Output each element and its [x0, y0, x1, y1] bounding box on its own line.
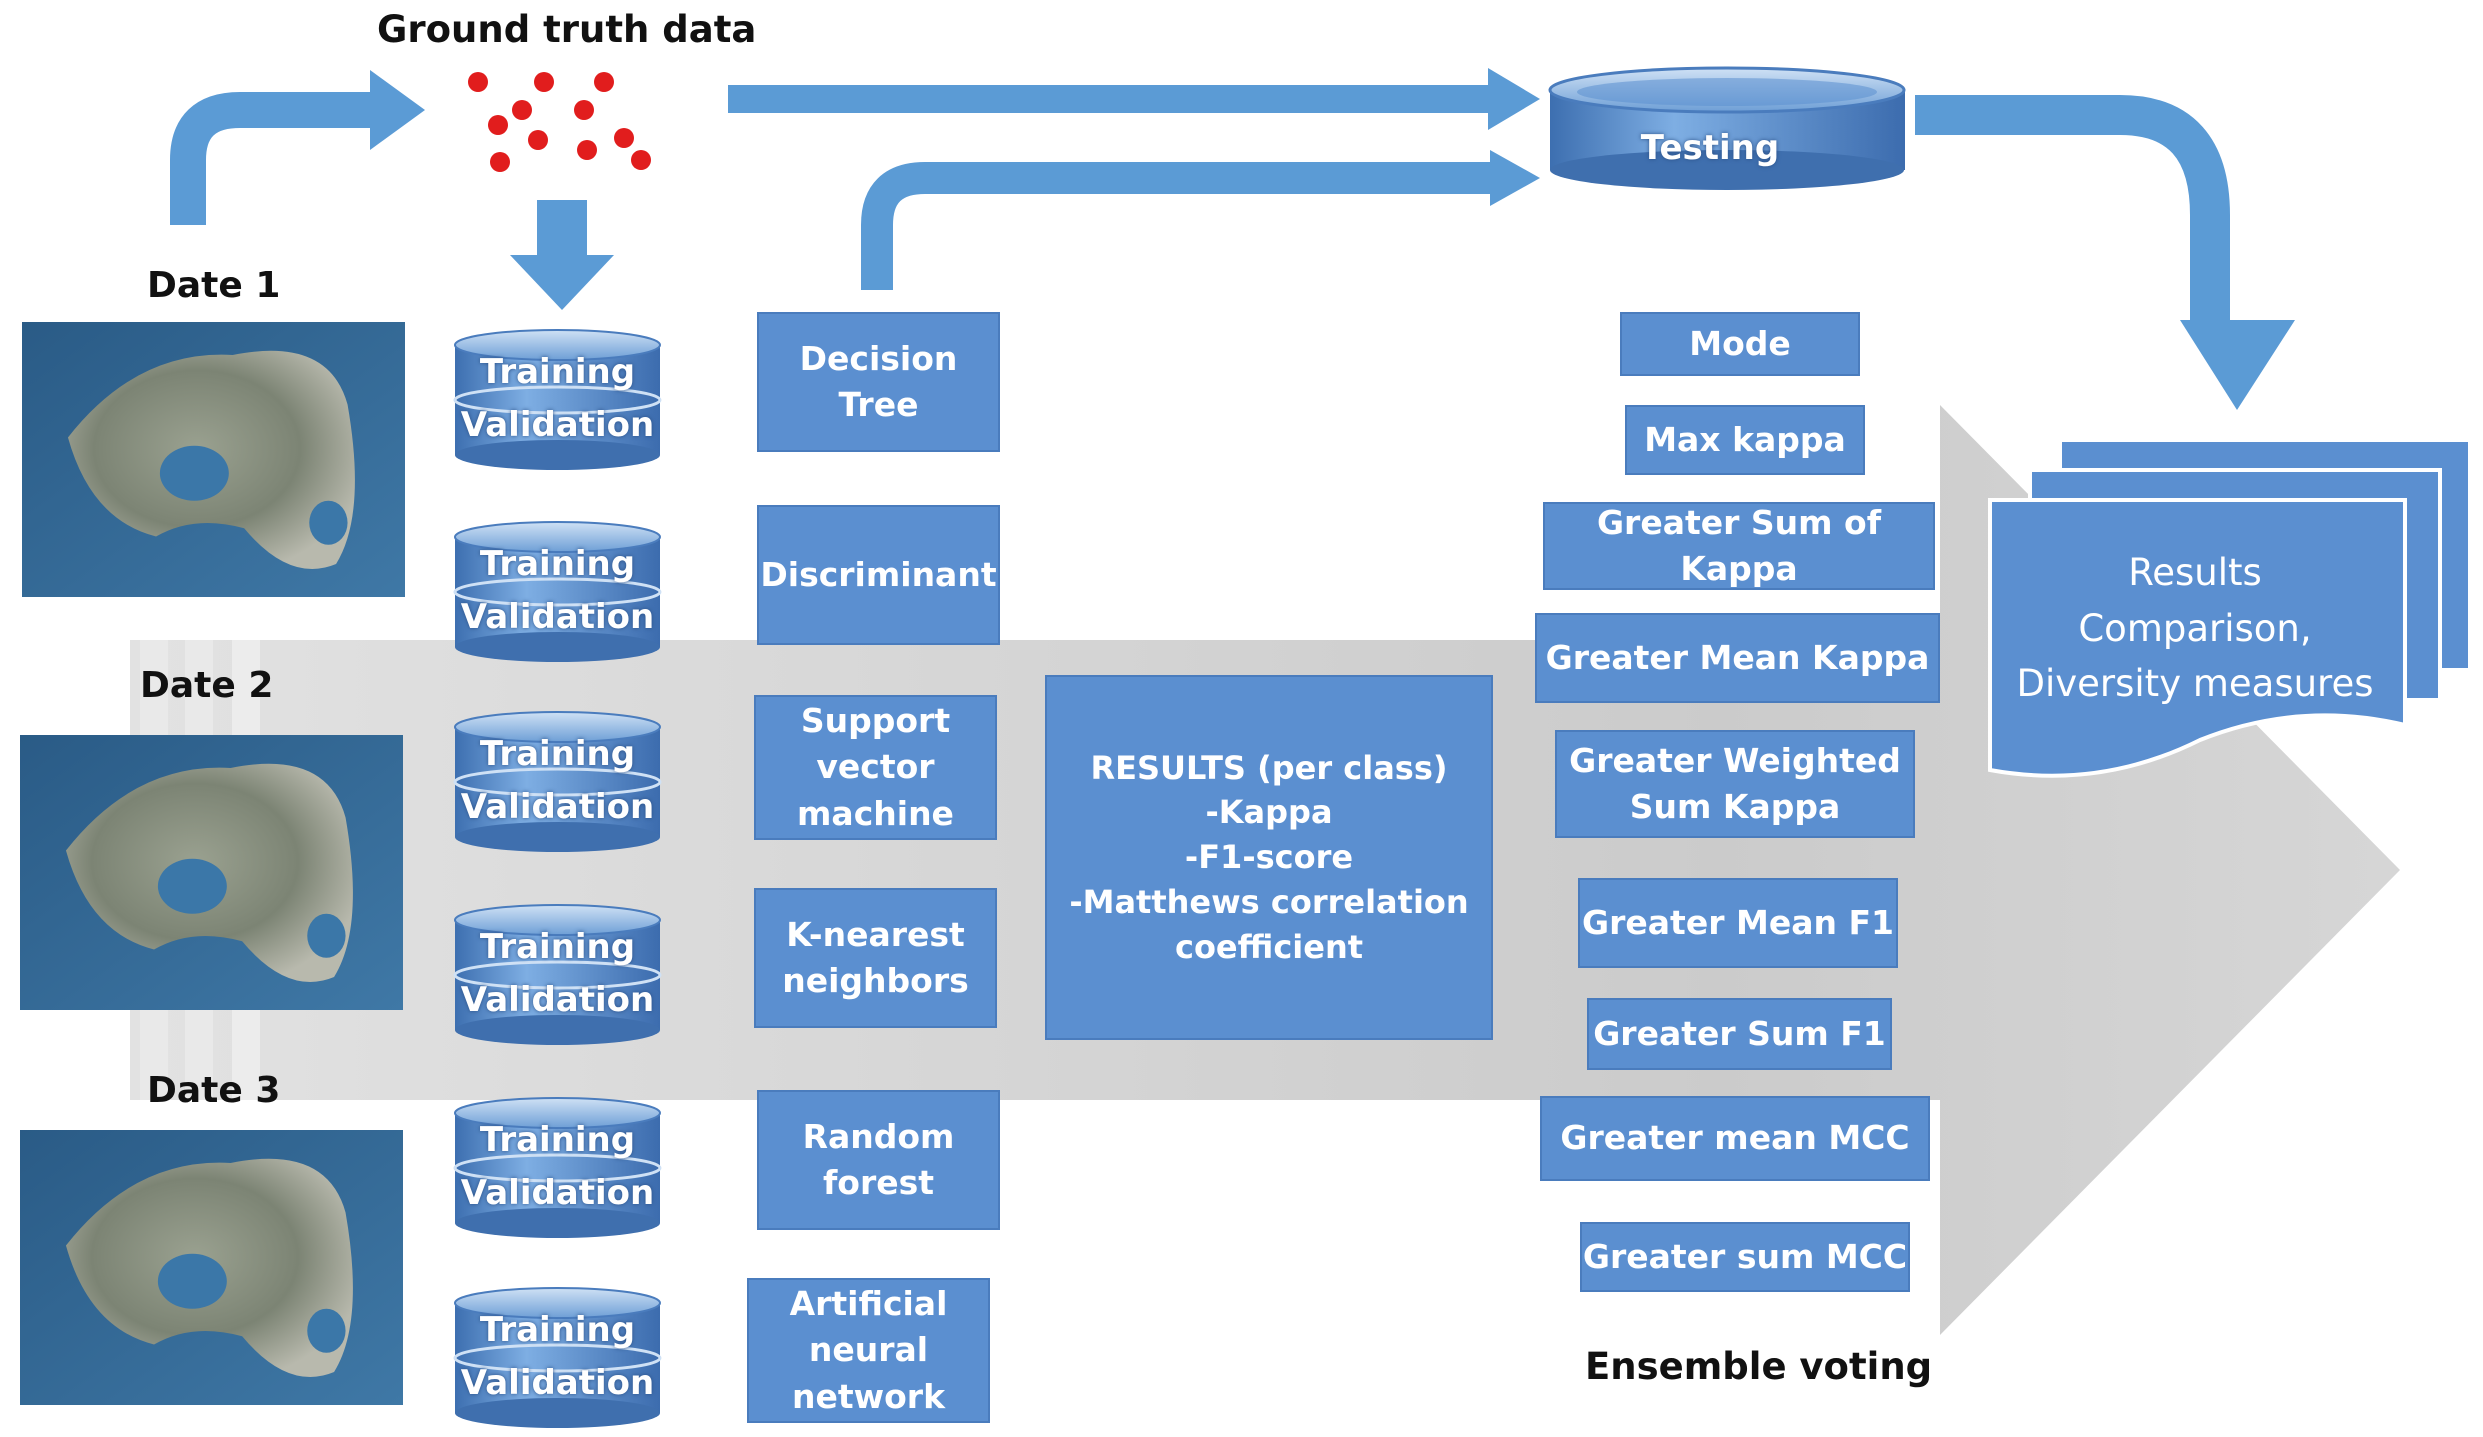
arrow-down-shaft: [537, 200, 587, 255]
training-label: Training: [479, 544, 636, 584]
classifier-label: Discriminant: [760, 554, 997, 594]
classifier-label: machine: [797, 793, 954, 833]
testing-label: Testing: [1640, 128, 1780, 168]
ensemble-method-box: Greater Sum F1: [1587, 998, 1892, 1070]
date-2-label: Date 2: [140, 665, 274, 706]
validation-label: Validation: [460, 405, 655, 445]
arrow-head: [2180, 320, 2295, 410]
ensemble-method-label: Greater Sum of Kappa: [1596, 502, 1882, 588]
ensemble-method-box: Greater mean MCC: [1540, 1096, 1930, 1181]
results-line: -Kappa: [1205, 793, 1333, 832]
doc-line: Comparison,: [2078, 606, 2312, 650]
classifier-label: Support: [800, 701, 951, 741]
training-label: Training: [479, 1310, 636, 1350]
results-line: coefficient: [1174, 927, 1364, 966]
classifier-label: Random: [802, 1116, 955, 1156]
results-box: RESULTS (per class) -Kappa -F1-score -Ma…: [1045, 675, 1493, 1040]
classifier-label: vector: [816, 747, 935, 787]
classifier-box: Random forest: [757, 1090, 1000, 1230]
validation-label: Validation: [460, 1363, 655, 1403]
testing-cylinder: [1548, 66, 1906, 190]
arrow-head: [370, 70, 425, 150]
ensemble-method-box: Greater Mean F1: [1578, 878, 1898, 968]
ground-truth-point: [614, 128, 634, 148]
satellite-image: [20, 735, 403, 1010]
results-document-text: Results Comparison, Diversity measures: [1995, 545, 2395, 712]
ground-truth-point: [594, 72, 614, 92]
arrow-down-head: [510, 255, 614, 310]
date-1-label: Date 1: [147, 265, 281, 306]
classifier-box: Discriminant: [757, 505, 1000, 645]
training-validation-cylinder: [453, 1287, 662, 1428]
results-document-stack: [1988, 438, 2472, 778]
ensemble-method-label: Greater Sum F1: [1593, 1013, 1886, 1053]
satellite-image: [20, 1130, 403, 1405]
ground-truth-point: [534, 72, 554, 92]
ensemble-method-label: Mode: [1689, 323, 1791, 363]
training-validation-cylinder: [453, 521, 662, 662]
validation-label: Validation: [460, 980, 655, 1020]
ground-truth-point: [512, 100, 532, 120]
classifier-box: K-nearest neighbors: [754, 888, 997, 1028]
classifier-label: Decision Tree: [799, 338, 958, 424]
classifier-box: Artificial neural network: [747, 1278, 990, 1423]
results-line: RESULTS (per class): [1090, 748, 1448, 787]
arrow-head: [1488, 68, 1540, 130]
ensemble-method-label: Greater Weighted: [1569, 740, 1901, 780]
classifier-label: neural: [808, 1330, 929, 1370]
ground-truth-point: [488, 115, 508, 135]
arrow-testing-to-results: [1915, 95, 2230, 320]
ensemble-method-box: Greater Mean Kappa: [1535, 613, 1940, 703]
training-label: Training: [479, 734, 636, 774]
ground-truth-point: [574, 100, 594, 120]
ground-truth-point: [528, 130, 548, 150]
training-label: Training: [479, 927, 636, 967]
ensemble-method-box: Greater sum MCC: [1580, 1222, 1910, 1292]
date-3-label: Date 3: [147, 1070, 281, 1111]
results-line: -Matthews correlation: [1069, 882, 1469, 921]
ensemble-method-box: Max kappa: [1625, 405, 1865, 475]
results-line: -F1-score: [1184, 838, 1354, 877]
doc-line: Diversity measures: [2016, 662, 2374, 705]
ensemble-method-label: Greater sum MCC: [1582, 1236, 1908, 1276]
ensemble-method-label: Sum Kappa: [1629, 787, 1841, 826]
classifier-label: neighbors: [782, 961, 969, 1000]
satellite-image: [22, 322, 405, 597]
training-label: Training: [479, 1120, 636, 1160]
ensemble-method-box: Mode: [1620, 312, 1860, 376]
arrow-head: [1490, 150, 1540, 206]
validation-label: Validation: [460, 1173, 655, 1213]
validation-label: Validation: [460, 597, 655, 637]
classifier-label: K-nearest: [786, 914, 965, 954]
classifier-box: Support vector machine: [754, 695, 997, 840]
ensemble-method-label: Greater mean MCC: [1560, 1118, 1910, 1158]
training-validation-cylinder: [453, 904, 662, 1045]
validation-label: Validation: [460, 787, 655, 827]
ground-truth-point: [468, 72, 488, 92]
ensemble-method-box: Greater Sum of Kappa: [1543, 502, 1935, 590]
arrow-to-ground-truth: [170, 92, 370, 225]
classifier-box: Decision Tree: [757, 312, 1000, 452]
ground-truth-point: [631, 150, 651, 170]
ground-truth-point: [577, 140, 597, 160]
ensemble-method-label: Greater Mean Kappa: [1545, 637, 1930, 677]
training-validation-cylinder: [453, 1097, 662, 1238]
ensemble-method-label: Greater Mean F1: [1582, 902, 1894, 942]
ground-truth-point: [490, 152, 510, 172]
classifier-label: Artificial: [789, 1284, 948, 1324]
training-validation-cylinder: [453, 329, 662, 470]
arrow-to-testing-top: [728, 85, 1488, 113]
arrow-classifier-to-testing: [861, 162, 1490, 290]
ground-truth-label: Ground truth data: [377, 8, 757, 51]
training-label: Training: [479, 352, 636, 392]
classifier-label: forest: [822, 1163, 935, 1202]
training-validation-cylinder: [453, 711, 662, 852]
ensemble-method-label: Max kappa: [1644, 419, 1846, 459]
ensemble-voting-label: Ensemble voting: [1585, 1345, 1933, 1388]
classifier-label: network: [791, 1376, 946, 1416]
doc-line: Results: [2128, 551, 2262, 594]
